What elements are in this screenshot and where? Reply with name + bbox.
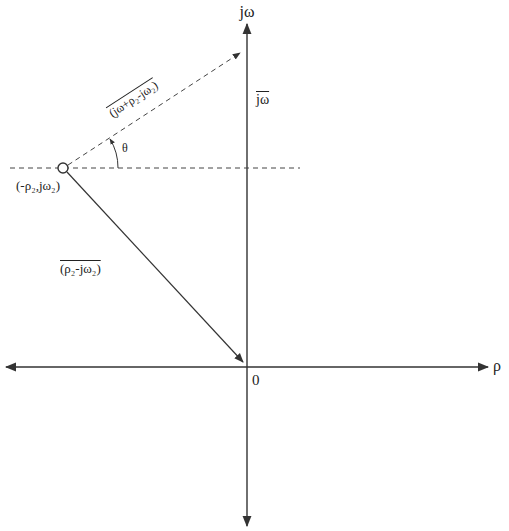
imaginary-axis <box>246 24 247 526</box>
real-axis <box>6 366 488 367</box>
reference-line <box>10 168 300 169</box>
vector-label: (ρ₂-jω₂) <box>60 262 101 276</box>
point-label: jω <box>256 92 269 107</box>
vector-label: (jω+ρ₂-jω₂) <box>107 79 161 120</box>
angle-arc <box>110 139 118 168</box>
axis-label: ρ <box>493 357 501 375</box>
angle-label: θ <box>122 142 128 155</box>
vector-to-jw <box>68 53 240 165</box>
zero-marker <box>58 163 68 173</box>
origin-label: 0 <box>252 372 260 389</box>
zero-label: (-ρ₂,jω₂) <box>16 179 60 193</box>
axis-label: jω <box>240 3 255 21</box>
